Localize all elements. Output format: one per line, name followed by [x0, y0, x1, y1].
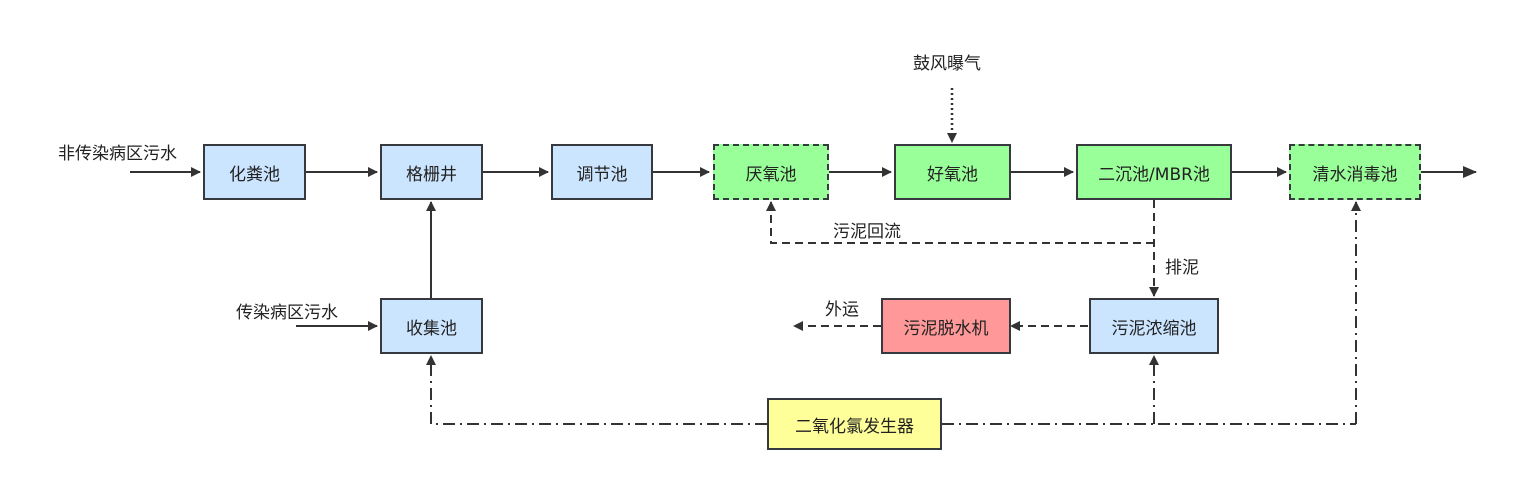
equalization-tank-box: 调节池: [551, 144, 653, 200]
screen-well-box: 格栅井: [380, 144, 483, 200]
chlorine-dioxide-generator-box: 二氧化氯发生器: [767, 398, 942, 450]
sludge-dewatering-box: 污泥脱水机: [881, 298, 1011, 354]
sludge-return-line: [766, 201, 1154, 244]
disinfection-tank-box: 清水消毒池: [1289, 144, 1421, 200]
septic-tank-box: 化粪池: [203, 144, 306, 200]
sludge-return-label: 污泥回流: [833, 222, 901, 242]
collection-tank-box: 收集池: [380, 298, 483, 354]
blower-aeration-label: 鼓风曝气: [913, 54, 981, 74]
transport-out-label: 外运: [825, 300, 859, 320]
infectious-sewage-label: 传染病区污水: [236, 303, 338, 323]
clarifier-mbr-box: 二沉池/MBR池: [1076, 144, 1232, 200]
sludge-thickener-box: 污泥浓缩池: [1089, 298, 1219, 354]
aerobic-tank-box: 好氧池: [894, 144, 1011, 200]
anaerobic-tank-box: 厌氧池: [713, 144, 829, 200]
non-infectious-sewage-label: 非传染病区污水: [58, 144, 177, 164]
chlorine-to-collection-line: [426, 355, 767, 425]
sludge-discharge-label: 排泥: [1165, 258, 1199, 278]
